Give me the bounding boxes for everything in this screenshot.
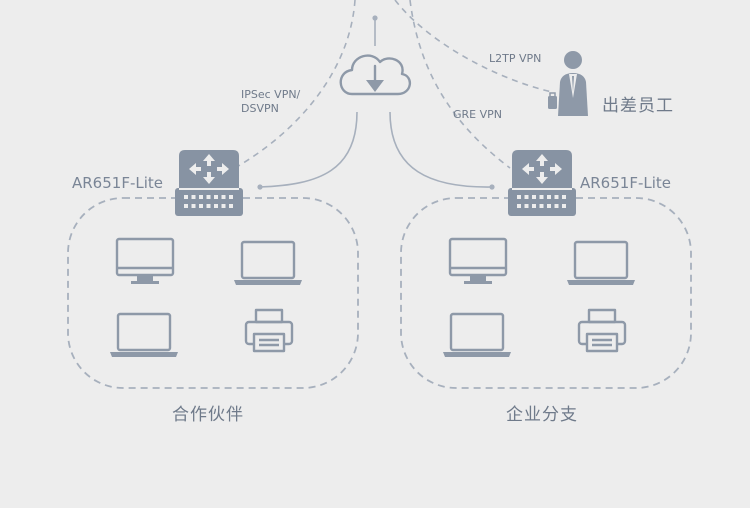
l2tp-vpn-label: L2TP VPN bbox=[489, 52, 542, 65]
ipsec-vpn-label-line1: IPSec VPN/ bbox=[241, 88, 301, 101]
router-model-label-right: AR651F-Lite bbox=[580, 174, 671, 192]
router-icon bbox=[175, 150, 243, 216]
site-group-partner bbox=[67, 150, 359, 389]
laptop-icon bbox=[567, 240, 635, 285]
router-model-label-left: AR651F-Lite bbox=[72, 174, 163, 192]
link-endpoint-right bbox=[489, 184, 495, 190]
businessman-icon bbox=[548, 51, 588, 116]
ipsec-vpn-label-line2: DSVPN bbox=[241, 102, 279, 115]
site-group-branch bbox=[400, 150, 692, 389]
laptop-icon bbox=[443, 312, 511, 357]
site-label-branch: 企业分支 bbox=[506, 405, 578, 425]
cloud-download-icon bbox=[339, 54, 411, 96]
laptop-icon bbox=[110, 312, 178, 357]
l2tp-vpn-tunnel bbox=[394, 0, 553, 93]
site-boundary bbox=[67, 197, 359, 389]
printer-icon bbox=[244, 308, 294, 353]
remote-user-label: 出差员工 bbox=[602, 96, 674, 116]
desktop-icon bbox=[115, 237, 175, 284]
ipsec-vpn-label: IPSec VPN/ DSVPN bbox=[241, 88, 300, 116]
site-label-partner: 合作伙伴 bbox=[172, 405, 244, 425]
link-endpoint-left bbox=[257, 184, 263, 190]
link-endpoint-top bbox=[372, 15, 378, 21]
cloud-link-right bbox=[389, 111, 493, 188]
site-boundary bbox=[400, 197, 692, 389]
printer-icon bbox=[577, 308, 627, 353]
gre-vpn-label: GRE VPN bbox=[453, 108, 503, 121]
router-icon bbox=[508, 150, 576, 216]
desktop-icon bbox=[448, 237, 508, 284]
ipsec-vpn-tunnel bbox=[234, 0, 356, 169]
cloud-link-left bbox=[259, 111, 358, 188]
laptop-icon bbox=[234, 240, 302, 285]
gre-vpn-tunnel bbox=[409, 0, 511, 169]
